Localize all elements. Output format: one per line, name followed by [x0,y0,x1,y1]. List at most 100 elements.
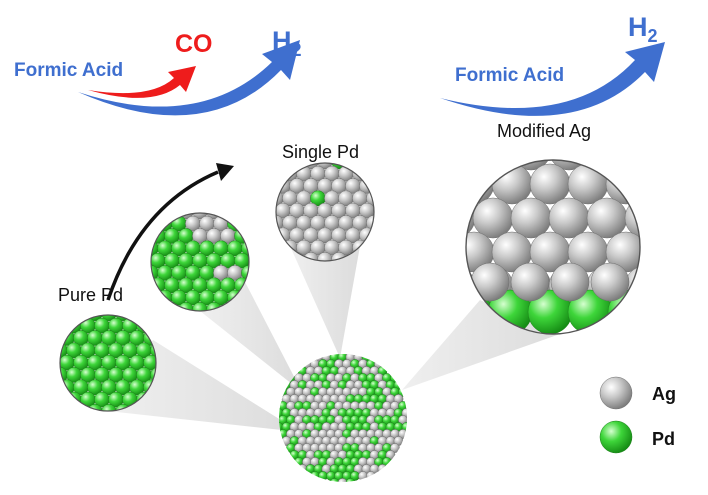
single-pd-title: Single Pd [282,142,360,162]
pd-atom [345,478,356,482]
pd-atom [143,315,158,330]
pd-atom [171,315,186,330]
pd-atom [157,330,172,345]
pd-atom [157,306,172,321]
modified-ag-outline [465,159,641,335]
pd-atom [60,404,61,411]
pd-atom [60,354,61,371]
ag-atom [550,262,590,302]
pd-atom [227,191,242,206]
pd-atom [241,191,256,206]
pd-atom [164,302,180,311]
left-h2-main: H [272,26,292,56]
pd-atom [143,354,156,371]
transition-arrow [106,170,219,301]
pd-atom [151,289,159,306]
ag-atom [567,163,609,205]
pd-atom [151,252,152,269]
ag-atom [276,163,277,170]
right-h2-arrow [440,42,665,116]
ag-atom [359,252,374,261]
pd-atom [101,404,117,411]
pd-atom [129,315,145,322]
right-formic-acid-label: Formic Acid [455,65,565,86]
left-h2-label: H2 [272,26,302,60]
ag-atom [254,191,269,206]
ag-atom [276,227,277,244]
ag-atom [466,163,495,205]
transition-arrowhead [216,163,234,181]
pd-atom [60,379,61,396]
ag-atom [373,227,374,244]
pd-atom [143,315,156,322]
pd-atom [38,293,53,308]
pd-atom [234,252,249,269]
pd-atom [60,330,61,346]
legend-ag-icon [599,376,633,410]
left-h2-subscript: 2 [291,40,302,60]
right-h2-subscript: 2 [647,26,658,46]
pd-atom [38,318,53,333]
ag-atom [548,160,590,171]
ag-atom [254,141,269,156]
pure-pd-title: Pure Pd [58,285,124,305]
right-h2-label: H2 [628,14,658,46]
pd-atom [151,302,152,311]
ag-atom [377,464,388,474]
ag-atom [337,478,348,482]
ag-atom [380,166,395,181]
ag-atom [380,240,395,255]
pd-atom [248,277,249,294]
pd-atom [60,391,68,408]
legend-pd-icon [599,420,633,454]
pd-atom [255,216,270,231]
pd-atom [122,417,137,432]
ag-atom [586,197,628,239]
pd-atom [129,191,144,206]
pd-atom [66,417,81,432]
pd-atom [122,293,137,308]
pd-atom [94,417,109,432]
ag-atom [373,202,374,219]
pd-atom [157,289,173,306]
pd-atom [38,367,53,382]
ag-atom [276,239,284,256]
pd-atom [136,417,151,432]
pd-atom [87,404,103,411]
pd-atom [60,315,61,322]
ag-atom [276,252,291,261]
ag-atom [529,163,571,205]
co-label: CO [175,30,213,58]
pd-atom [150,293,165,308]
ag-atom [199,191,214,206]
pd-atom [129,265,144,280]
ag-atom [282,265,297,280]
pd-atom [151,277,152,294]
pd-atom [151,302,166,311]
pd-atom [38,343,53,358]
ag-atom [366,141,381,156]
pd-atom [329,478,340,482]
ag-atom [220,213,236,220]
pd-atom [255,191,270,206]
ag-atom [366,239,374,256]
ag-atom [624,197,640,239]
ag-atom [380,141,395,156]
ag-atom [213,191,228,206]
ag-atom [466,197,476,239]
ag-atom [359,163,374,170]
pd-atom [73,315,89,322]
pd-atom [108,417,123,432]
pd-atom [234,213,249,220]
pd-atom [129,216,144,231]
pd-atom [101,315,117,322]
ag-atom [366,165,374,182]
ag-atom [373,163,374,170]
pathway-arrows [78,40,665,301]
ag-atom [276,178,277,194]
pd-atom [38,392,53,407]
nanoparticle [279,354,407,482]
ag-atom [254,265,269,280]
cone-single-pd [290,246,360,358]
